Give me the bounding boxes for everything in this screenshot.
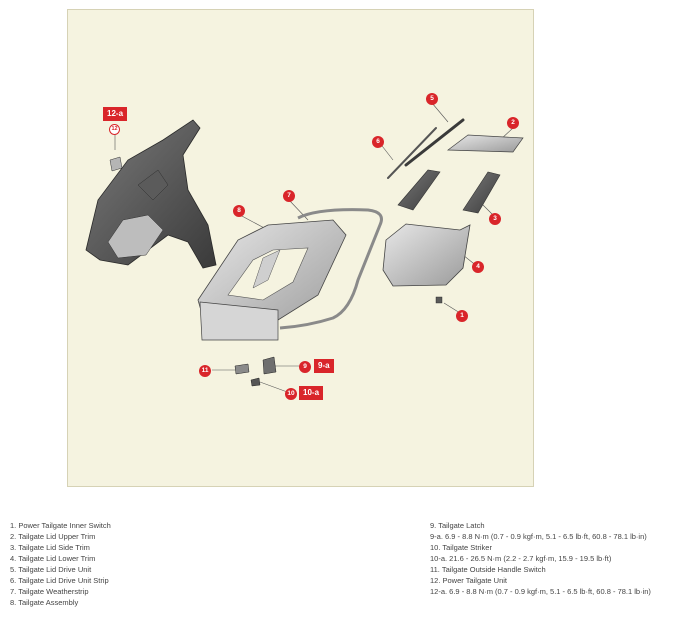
exploded-parts-diagram: 12-a 12 8 7 5 6 2 3 4 1 9 9-a 11 10 10-a bbox=[67, 9, 534, 487]
legend-item-2: 2. Tailgate Lid Upper Trim bbox=[10, 532, 96, 541]
tailgate-weatherstrip-part bbox=[279, 208, 383, 330]
legend-item-3: 3. Tailgate Lid Side Trim bbox=[10, 543, 90, 552]
legend-left: 1. Power Tailgate Inner Switch 2. Tailga… bbox=[10, 520, 111, 608]
drive-unit-strip-part bbox=[387, 127, 437, 179]
callout-10-a: 10-a bbox=[299, 386, 324, 400]
legend-item-12: 12. Power Tailgate Unit bbox=[430, 576, 507, 585]
outside-handle-switch-part bbox=[234, 363, 250, 375]
callout-8: 8 bbox=[233, 205, 245, 217]
legend-item-4: 4. Tailgate Lid Lower Trim bbox=[10, 554, 96, 563]
callout-12: 12 bbox=[109, 124, 120, 135]
callout-6: 6 bbox=[372, 136, 384, 148]
callout-11: 11 bbox=[199, 365, 211, 377]
callout-9: 9 bbox=[299, 361, 311, 373]
legend-item-1: 1. Power Tailgate Inner Switch bbox=[10, 521, 111, 530]
power-tailgate-unit-part bbox=[85, 119, 217, 269]
drive-unit-part bbox=[404, 118, 465, 167]
legend-item-10-a: 10-a. 21.6 - 26.5 N·m (2.2 - 2.7 kgf·m, … bbox=[430, 554, 612, 563]
legend-right: 9. Tailgate Latch 9-a. 6.9 - 8.8 N·m (0.… bbox=[430, 520, 651, 597]
tailgate-assembly-part bbox=[197, 219, 347, 341]
callout-3: 3 bbox=[489, 213, 501, 225]
parts-illustration bbox=[85, 102, 524, 394]
callout-12-a: 12-a bbox=[103, 107, 128, 121]
side-trim-part bbox=[397, 169, 441, 211]
legend-item-10: 10. Tailgate Striker bbox=[430, 543, 492, 552]
legend-item-6: 6. Tailgate Lid Drive Unit Strip bbox=[10, 576, 109, 585]
legend-item-9: 9. Tailgate Latch bbox=[430, 521, 485, 530]
legend-item-12-a: 12-a. 6.9 - 8.8 N·m (0.7 - 0.9 kgf·m, 5.… bbox=[430, 587, 651, 596]
tailgate-latch-part bbox=[262, 356, 277, 375]
lower-trim-part bbox=[382, 223, 471, 287]
legend-item-8: 8. Tailgate Assembly bbox=[10, 598, 79, 607]
legend-item-9-a: 9-a. 6.9 - 8.8 N·m (0.7 - 0.9 kgf·m, 5.1… bbox=[430, 532, 647, 541]
callout-4: 4 bbox=[472, 261, 484, 273]
callout-2: 2 bbox=[507, 117, 519, 129]
callout-5: 5 bbox=[426, 93, 438, 105]
callout-9-a: 9-a bbox=[314, 359, 334, 373]
inner-switch-part bbox=[435, 296, 443, 304]
callout-10: 10 bbox=[285, 388, 297, 400]
tailgate-striker-part bbox=[250, 377, 261, 387]
side-trim-part-right bbox=[462, 171, 501, 214]
callout-1: 1 bbox=[456, 310, 468, 322]
legend-item-7: 7. Tailgate Weatherstrip bbox=[10, 587, 89, 596]
callout-7: 7 bbox=[283, 190, 295, 202]
upper-trim-part bbox=[446, 134, 524, 153]
legend-item-5: 5. Tailgate Lid Drive Unit bbox=[10, 565, 92, 574]
legend-item-11: 11. Tailgate Outside Handle Switch bbox=[430, 565, 546, 574]
